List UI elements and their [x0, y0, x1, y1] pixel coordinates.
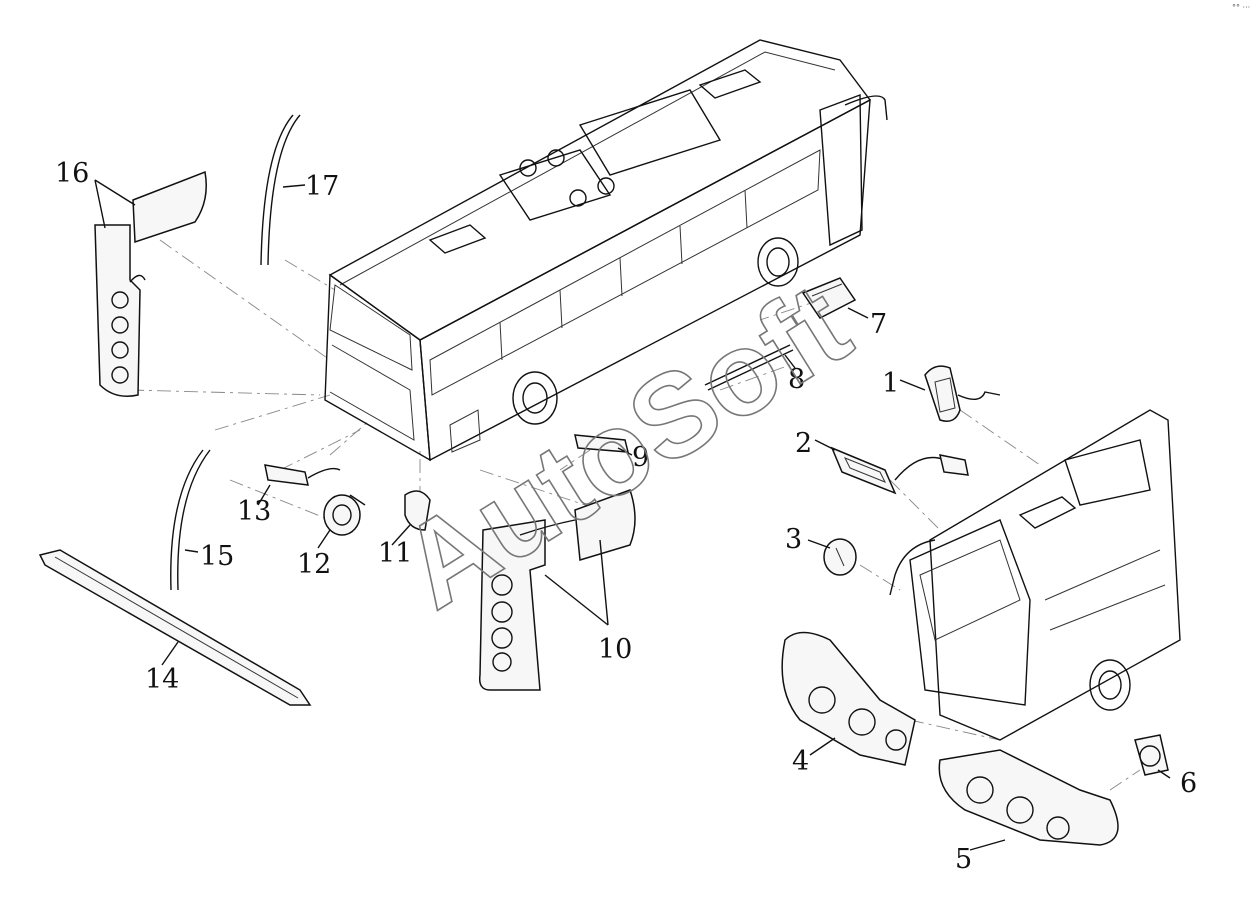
- callout-16: 16: [55, 158, 89, 189]
- part-4-headlamp: [781, 631, 916, 766]
- callout-6: 6: [1180, 768, 1197, 799]
- part-14-bumper-strip: [38, 549, 312, 706]
- part-2-plate-lamp: [830, 446, 969, 495]
- part-6-fog-lamp: [1134, 734, 1169, 776]
- part-3-round-lamp: [823, 538, 857, 576]
- bus-front-illustration: [889, 409, 1181, 741]
- corner-mark: °° ···: [1232, 3, 1250, 12]
- callout-2: 2: [795, 428, 812, 459]
- leader-lines: [129, 239, 1141, 791]
- part-12-horn: [323, 494, 366, 536]
- part-9-side-lamp: [574, 434, 629, 453]
- part-17-curved-trim: [260, 114, 301, 266]
- callout-1: 1: [882, 368, 899, 399]
- callout-9: 9: [632, 442, 649, 473]
- part-7-clearance-lamp: [801, 277, 857, 319]
- part-16-tail-lamp-assembly: [94, 170, 207, 397]
- callout-15: 15: [200, 541, 234, 572]
- callout-4: 4: [792, 746, 809, 777]
- callout-leaders: [94, 179, 1171, 851]
- part-11-lamp: [404, 490, 431, 531]
- callout-5: 5: [955, 844, 972, 875]
- callout-12: 12: [297, 549, 331, 580]
- callout-3: 3: [785, 524, 802, 555]
- bus-main-illustration: [324, 39, 888, 462]
- part-13-license-lamp: [264, 464, 341, 486]
- part-1-marker-lamp: [924, 365, 1001, 422]
- callout-labels: 1 2 3 4 5 6 7 8 9 10 11 12 13 14 15 16 1…: [55, 158, 1197, 875]
- part-15-curved-trim: [170, 449, 211, 591]
- callout-8: 8: [788, 364, 805, 395]
- part-5-headlamp: [938, 749, 1119, 846]
- callout-14: 14: [145, 664, 179, 695]
- part-8-strip: [704, 344, 794, 391]
- callout-7: 7: [870, 309, 887, 340]
- callout-17: 17: [305, 171, 339, 202]
- callout-13: 13: [237, 496, 271, 527]
- part-10-tail-lamp-assembly: [478, 489, 636, 691]
- callout-11: 11: [378, 538, 412, 569]
- callout-10: 10: [598, 634, 632, 665]
